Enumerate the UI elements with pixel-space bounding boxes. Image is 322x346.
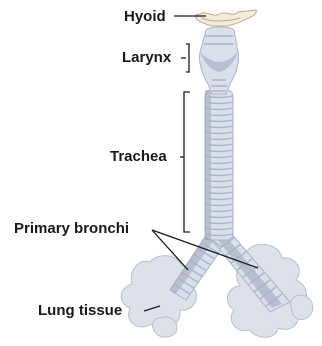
larynx-cartilage bbox=[199, 27, 238, 94]
label-trachea: Trachea bbox=[110, 148, 167, 166]
label-larynx: Larynx bbox=[122, 49, 171, 67]
label-hyoid: Hyoid bbox=[124, 8, 166, 26]
label-lung-tissue: Lung tissue bbox=[38, 302, 122, 320]
hyoid-bone bbox=[195, 10, 256, 26]
label-primary-bronchi: Primary bronchi bbox=[14, 220, 129, 238]
